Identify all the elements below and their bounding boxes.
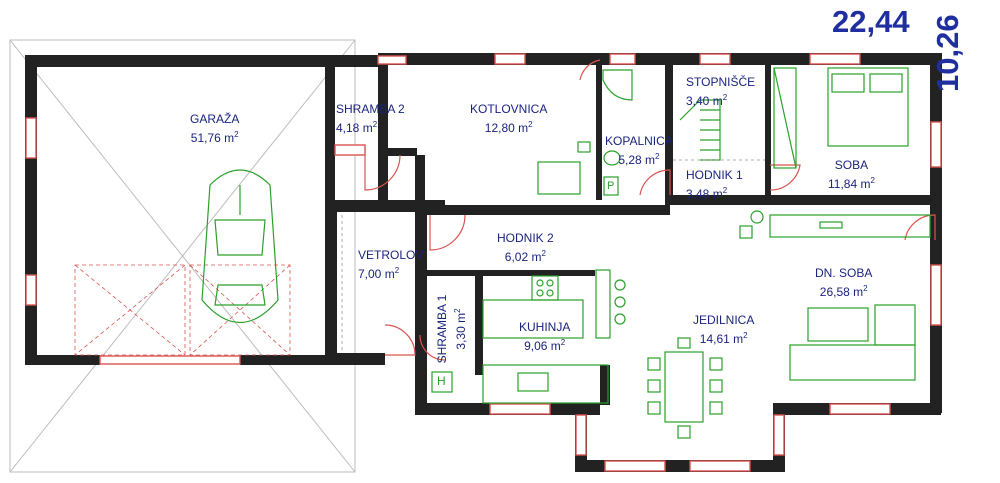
area-unit-exponent: 2: [560, 338, 566, 347]
room-area: 3,40 m: [686, 94, 723, 108]
car-icon: [201, 169, 279, 323]
parking-symbol-box: [603, 176, 619, 196]
room-label-soba: SOBA 11,84 m2: [828, 158, 875, 192]
room-label-dn-soba: DN. SOBA 26,58 m2: [815, 266, 872, 300]
room-name: KOPALNICA: [605, 134, 673, 148]
room-area: 9,06 m: [524, 339, 561, 353]
area-unit-exponent: 2: [372, 120, 378, 129]
area-unit-exponent: 2: [234, 130, 239, 139]
garage-grid: [74, 264, 291, 356]
room-area: 4,18 m: [336, 121, 373, 135]
room-label-garaza: GARAŽA 51,76 m2: [190, 112, 239, 146]
room-label-kotlovnica: KOTLOVNICA 12,80 m2: [470, 102, 547, 136]
room-name: KUHINJA: [519, 320, 571, 334]
room-label-hodnik-1: HODNIK 1 3,48 m2: [686, 168, 743, 202]
room-label-hodnik-2: HODNIK 2 6,02 m2: [497, 231, 554, 265]
area-unit-exponent: 2: [655, 152, 660, 161]
area-unit-exponent: 2: [863, 284, 868, 293]
room-area: 11,84 m: [828, 177, 871, 191]
heater-symbol: H: [437, 374, 446, 388]
area-unit-exponent: 2: [528, 120, 533, 129]
room-area: 12,80 m: [484, 121, 529, 135]
room-label-shramba-2: SHRAMBA 2 4,18 m2: [336, 102, 405, 136]
parking-symbol: P: [607, 180, 615, 192]
room-area: 51,76 m: [190, 131, 235, 145]
room-label-jedilnica: JEDILNICA 14,61 m2: [693, 313, 754, 347]
room-name: HODNIK 1: [686, 168, 743, 182]
room-area: 3,48 m: [686, 187, 723, 201]
room-name: SOBA: [834, 158, 869, 172]
windows: [25, 53, 942, 472]
area-unit-exponent: 2: [722, 186, 728, 195]
room-area: 26,58 m: [819, 285, 864, 299]
area-unit-exponent: 2: [394, 266, 400, 275]
room-area: 6,02 m: [504, 250, 542, 264]
heater-symbol-box: [431, 371, 453, 393]
room-name: GARAŽA: [190, 112, 240, 126]
room-name: SHRAMBA 1: [435, 294, 449, 364]
room-label-shramba-1: SHRAMBA 1 3,30 m2: [435, 289, 469, 369]
width-dimension: 22,44: [832, 4, 910, 39]
area-unit-exponent: 2: [870, 176, 875, 185]
room-name: JEDILNICA: [693, 313, 755, 327]
room-name: SHRAMBA 2: [336, 102, 405, 116]
doors: [364, 59, 936, 361]
room-area: 7,00 m: [358, 267, 395, 281]
room-label-stopnisce: STOPNIŠČE 3,40 m2: [686, 75, 755, 109]
room-name: KOTLOVNICA: [470, 102, 548, 116]
room-name: DN. SOBA: [815, 266, 873, 280]
room-area: 5,28 m: [618, 153, 656, 167]
furniture: [201, 67, 931, 439]
area-unit-exponent: 2: [541, 249, 546, 258]
room-name: HODNIK 2: [497, 231, 554, 245]
garage-roof-outline: [9, 39, 356, 473]
height-dimension: 10,26: [930, 14, 965, 92]
room-label-kopalnica: KOPALNICA 5,28 m2: [605, 134, 673, 168]
area-unit-exponent: 2: [453, 308, 462, 313]
stairs-icon: [679, 99, 721, 161]
room-label-kuhinja: KUHINJA 9,06 m2: [519, 320, 570, 354]
area-unit-exponent: 2: [743, 331, 748, 340]
room-label-vetrolov: VETROLOV 7,00 m2: [358, 248, 423, 282]
room-name: STOPNIŠČE: [686, 75, 756, 89]
room-area: 14,61 m: [699, 332, 744, 346]
interior-lines: [341, 159, 765, 350]
room-area: 3,30 m: [454, 312, 468, 350]
room-name: VETROLOV: [358, 248, 424, 262]
area-unit-exponent: 2: [722, 93, 728, 102]
